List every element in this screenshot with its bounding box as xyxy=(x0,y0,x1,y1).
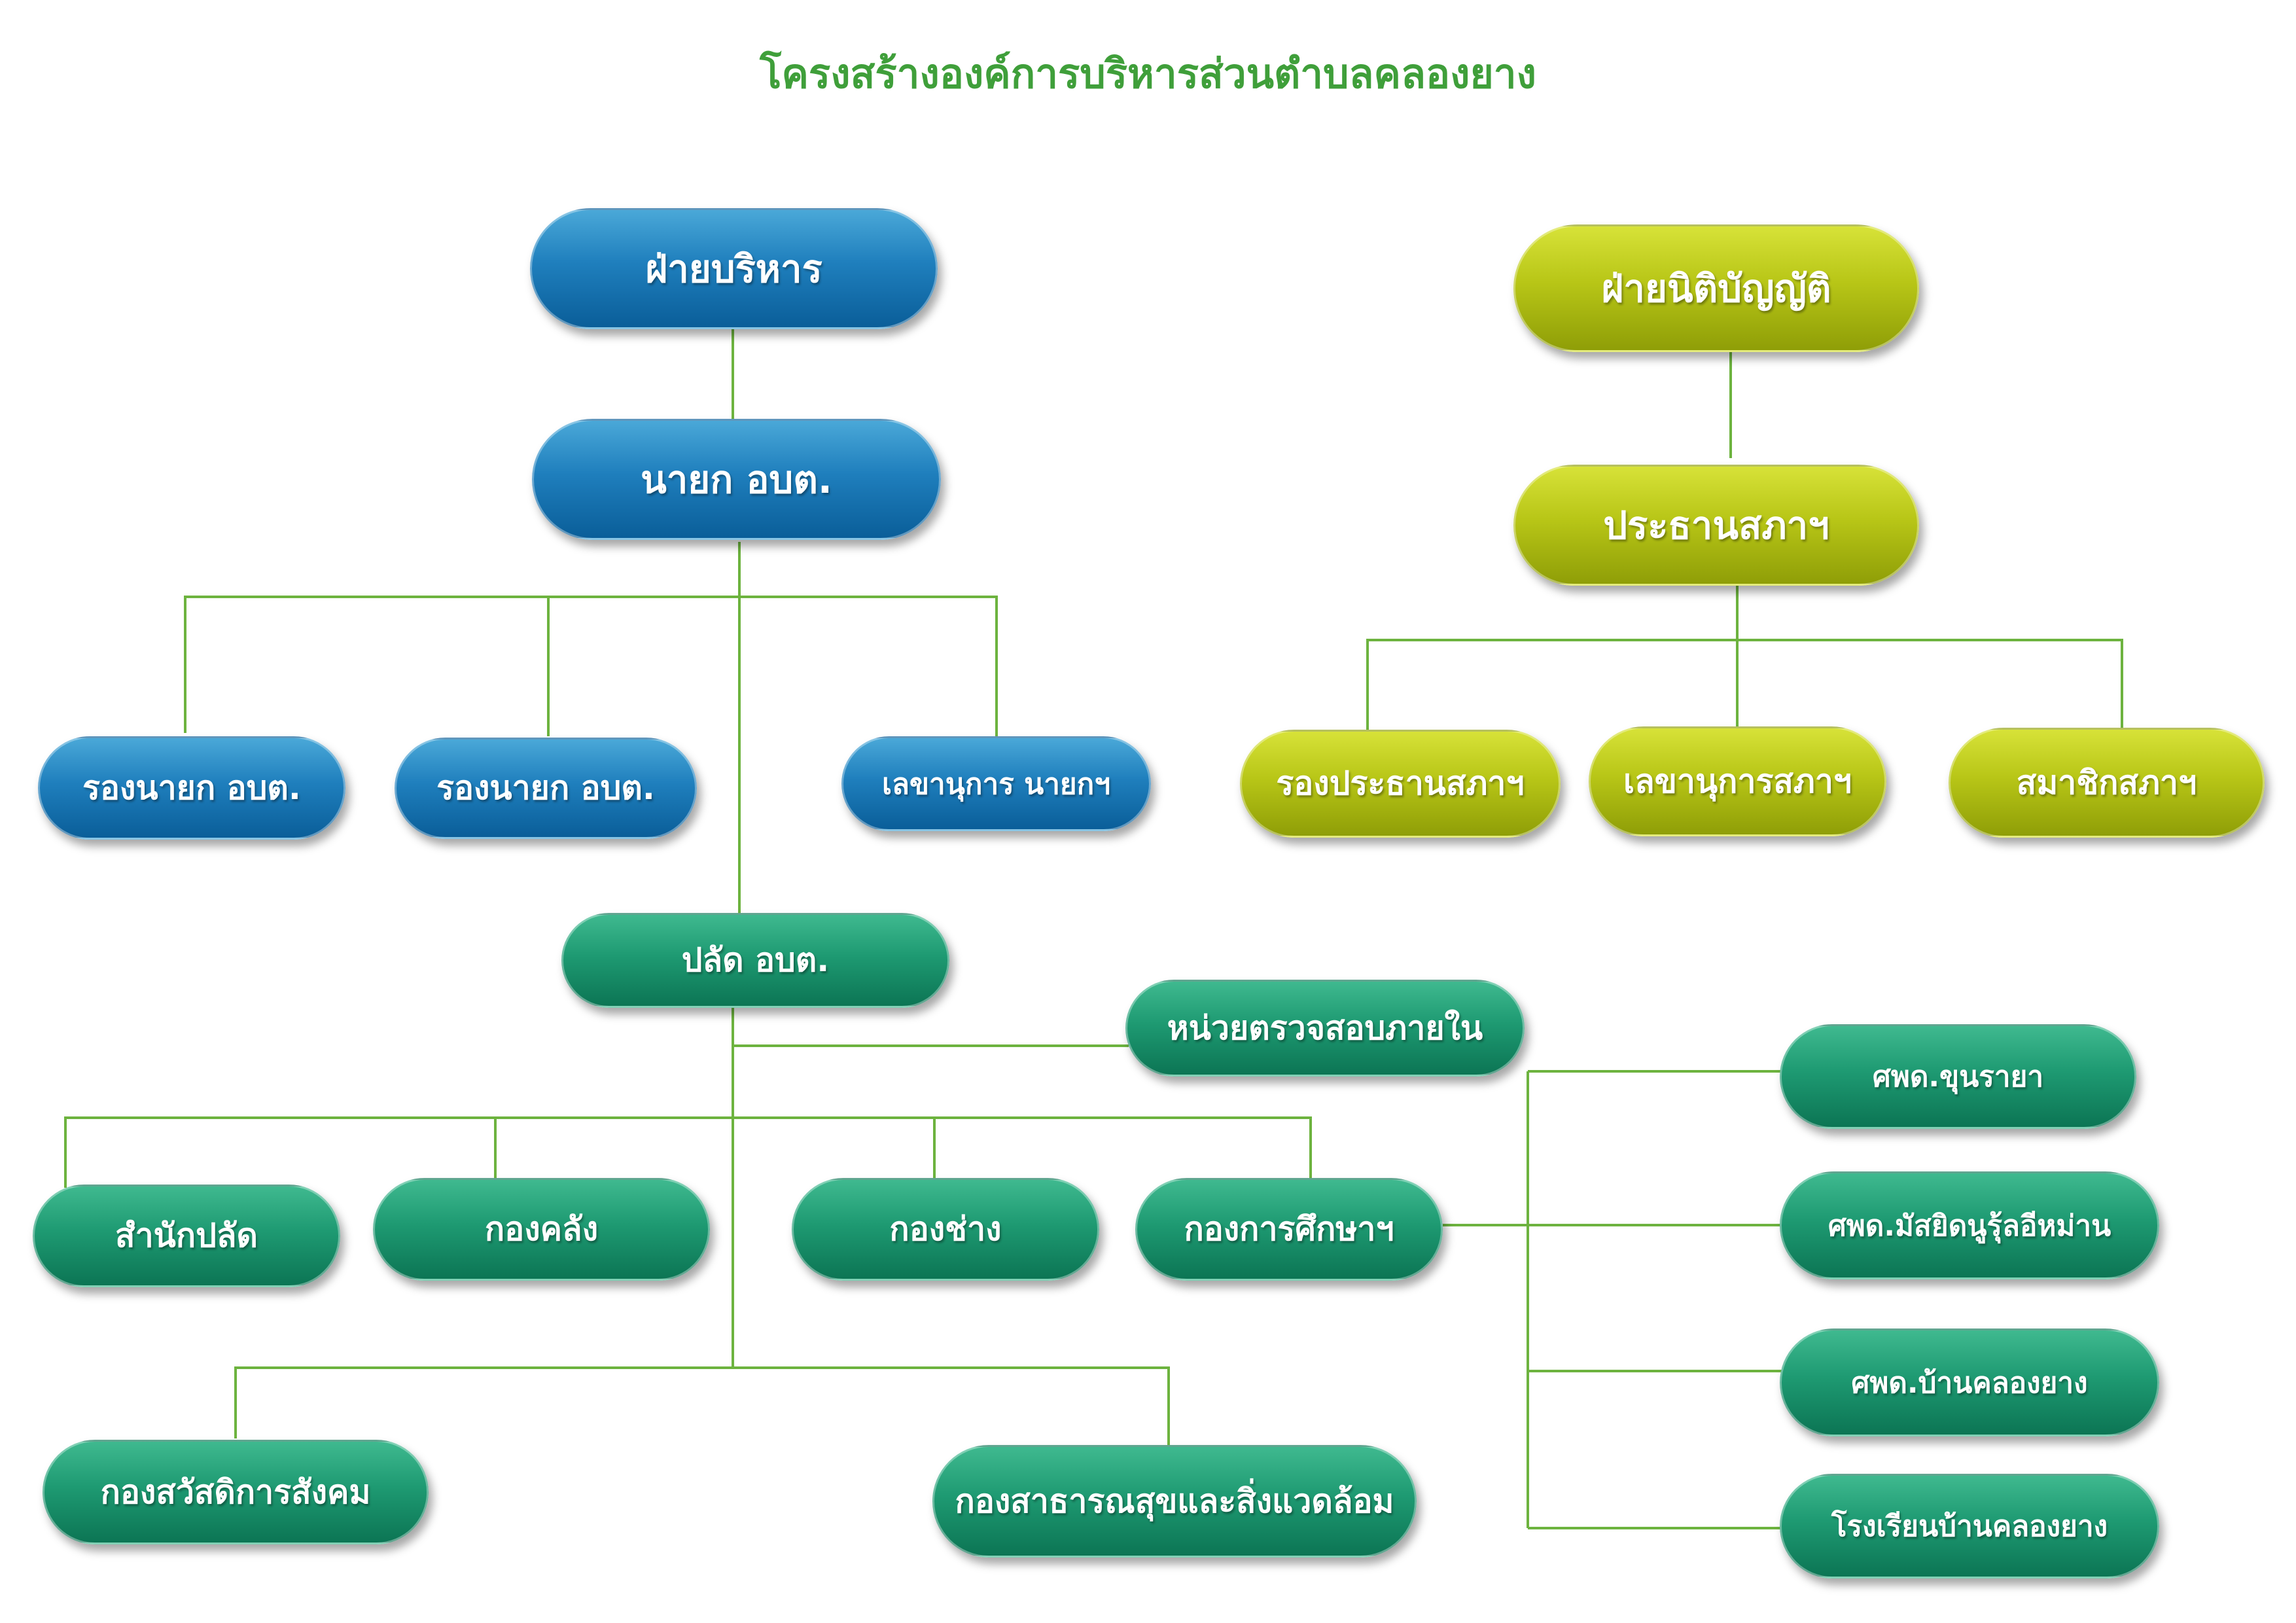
education-division-label: กองการศึกษาฯ xyxy=(1184,1210,1394,1248)
line-council-bus xyxy=(1366,639,2123,730)
social-welfare-node: กองสวัสดิการสังคม xyxy=(43,1440,429,1544)
council-member-node: สมาชิกสภาฯ xyxy=(1949,728,2265,838)
education-unit-2-label: ศพด.มัสยิดนูรุ้ลอีหม่าน xyxy=(1828,1209,2111,1243)
mayor-secretary-node: เลขานุการ นายกฯ xyxy=(841,736,1151,831)
council-member-label: สมาชิกสภาฯ xyxy=(2016,763,2197,802)
chief-admin-node: ปลัด อบต. xyxy=(561,913,949,1008)
chief-admin-label: ปลัด อบต. xyxy=(681,941,830,979)
education-unit-4-node: โรงเรียนบ้านคลองยาง xyxy=(1780,1474,2159,1578)
line-lower-bus xyxy=(234,1366,1170,1445)
legislative-branch-label: ฝ่ายนิติบัญญัติ xyxy=(1601,266,1831,311)
vice-chair-node: รองประธานสภาฯ xyxy=(1240,730,1561,838)
chief-office-label: สำนักปลัด xyxy=(115,1217,258,1255)
education-division-node: กองการศึกษาฯ xyxy=(1135,1178,1443,1281)
deputy-mayor-label-1: รองนายก อบต. xyxy=(82,768,301,807)
deputy-mayor-node-2: รองนายก อบต. xyxy=(395,738,697,839)
mayor-label: นายก อบต. xyxy=(641,457,832,502)
chief-office-node: สำนักปลัด xyxy=(33,1185,340,1287)
internal-audit-label: หน่วยตรวจสอบภายใน xyxy=(1167,1008,1483,1047)
council-chair-node: ประธานสภาฯ xyxy=(1513,465,1919,586)
mayor-node: นายก อบต. xyxy=(532,419,941,540)
education-unit-2-node: ศพด.มัสยิดนูรุ้ลอีหม่าน xyxy=(1780,1171,2159,1279)
finance-division-node: กองคลัง xyxy=(373,1178,710,1281)
deputy-mayor-node-1: รองนายก อบต. xyxy=(38,736,345,840)
engineering-division-node: กองช่าง xyxy=(792,1178,1099,1281)
social-welfare-label: กองสวัสดิการสังคม xyxy=(100,1472,371,1511)
education-unit-1-node: ศพด.ขุนรายา xyxy=(1780,1024,2136,1129)
public-health-node: กองสาธารณสุขและสิ่งแวดล้อม xyxy=(932,1445,1417,1558)
mayor-secretary-label: เลขานุการ นายกฯ xyxy=(881,767,1111,801)
executive-branch-node: ฝ่ายบริหาร xyxy=(530,208,938,329)
council-secretary-node: เลขานุการสภาฯ xyxy=(1589,726,1886,836)
vice-chair-label: รองประธานสภาฯ xyxy=(1276,764,1525,802)
executive-branch-label: ฝ่ายบริหาร xyxy=(645,247,822,291)
deputy-mayor-label-2: รองนายก อบต. xyxy=(436,769,655,807)
line-deputy-bus xyxy=(184,596,998,736)
legislative-branch-node: ฝ่ายนิติบัญญัติ xyxy=(1513,224,1919,352)
finance-division-label: กองคลัง xyxy=(484,1210,599,1248)
public-health-label: กองสาธารณสุขและสิ่งแวดล้อม xyxy=(955,1482,1394,1520)
education-unit-1-label: ศพด.ขุนรายา xyxy=(1872,1060,2044,1094)
education-unit-3-node: ศพด.บ้านคลองยาง xyxy=(1780,1329,2159,1436)
engineering-division-label: กองช่าง xyxy=(889,1210,1002,1248)
line-dept-bus xyxy=(64,1116,1312,1188)
page-title: โครงสร้างองค์การบริหารส่วนตำบลคลองยาง xyxy=(760,50,1536,98)
education-unit-4-label: โรงเรียนบ้านคลองยาง xyxy=(1831,1510,2108,1543)
council-chair-label: ประธานสภาฯ xyxy=(1603,503,1829,548)
education-unit-3-label: ศพด.บ้านคลองยาง xyxy=(1851,1366,2088,1400)
internal-audit-node: หน่วยตรวจสอบภายใน xyxy=(1125,980,1525,1077)
council-secretary-label: เลขานุการสภาฯ xyxy=(1623,762,1852,800)
